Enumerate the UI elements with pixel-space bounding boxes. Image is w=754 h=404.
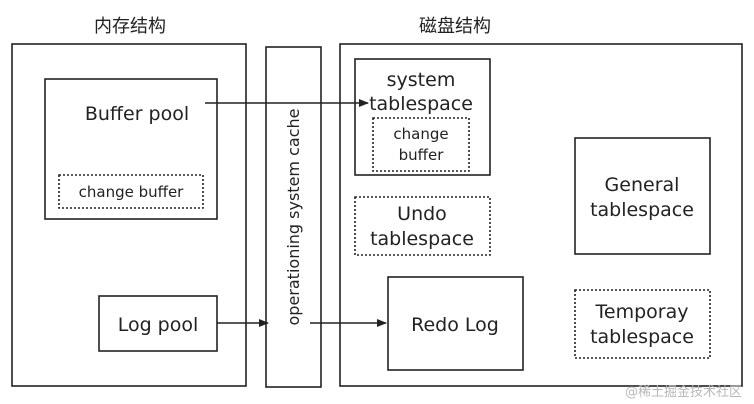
undo-tablespace-label-line1: Undo bbox=[397, 203, 447, 225]
system-change-buffer-box bbox=[372, 117, 470, 172]
temporary-tablespace-label-line1: Temporay bbox=[595, 301, 689, 323]
general-tablespace-box bbox=[574, 137, 711, 255]
memory-section-title: 内存结构 bbox=[94, 16, 166, 37]
redo-log-label: Redo Log bbox=[411, 314, 499, 336]
general-tablespace-label-line1: General bbox=[605, 174, 680, 196]
general-tablespace-label-line2: tablespace bbox=[590, 199, 694, 221]
undo-tablespace-box bbox=[354, 196, 491, 256]
temporary-tablespace-box bbox=[574, 289, 711, 359]
undo-tablespace-label-line2: tablespace bbox=[370, 228, 474, 250]
system-change-buffer-label-line1: change bbox=[393, 125, 448, 143]
buffer-pool-label: Buffer pool bbox=[85, 103, 189, 125]
system-tablespace-label-line1: system bbox=[387, 69, 456, 91]
system-change-buffer-label-line2: buffer bbox=[399, 146, 445, 164]
redo-log-box bbox=[387, 276, 524, 371]
os-cache-label: operationing system cache bbox=[284, 109, 303, 326]
change-buffer-box bbox=[58, 174, 204, 209]
log-pool-label: Log pool bbox=[118, 314, 199, 336]
disk-section-title: 磁盘结构 bbox=[419, 16, 491, 37]
temporary-tablespace-label-line2: tablespace bbox=[590, 326, 694, 348]
watermark-text: @稀土掘金技术社区 bbox=[625, 384, 742, 400]
change-buffer-label: change buffer bbox=[79, 183, 185, 201]
system-tablespace-label-line2: tablespace bbox=[369, 93, 473, 115]
